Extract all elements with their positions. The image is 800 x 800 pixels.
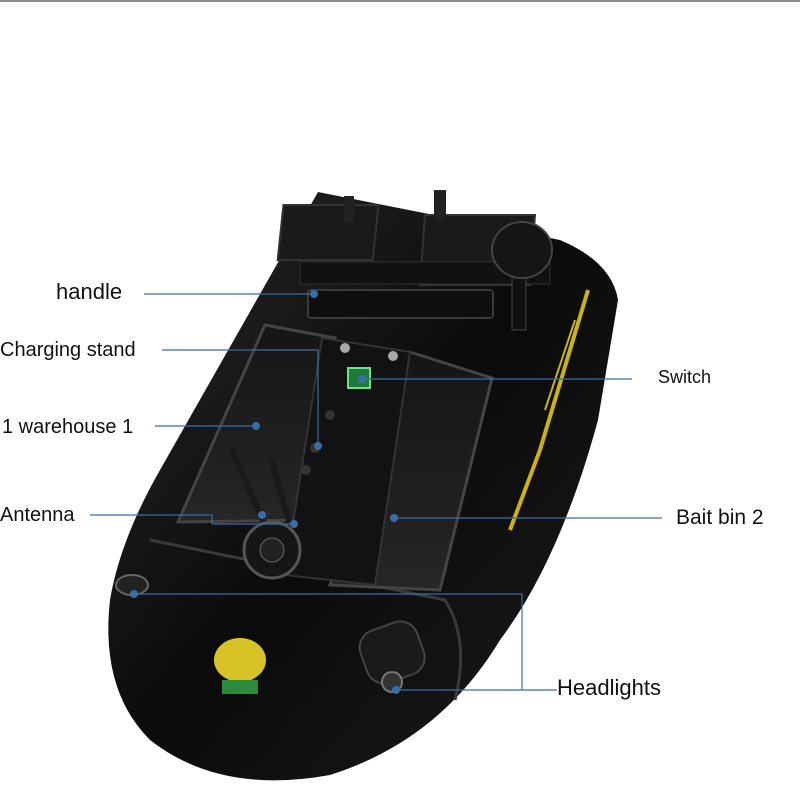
rear-post-left <box>344 196 354 222</box>
label-antenna: Antenna <box>0 504 75 526</box>
marker-headlight-right <box>392 686 400 694</box>
emblem-logo <box>214 638 266 682</box>
hull-rim <box>149 538 463 701</box>
console-knob-1 <box>340 343 350 353</box>
rear-post-right <box>434 190 446 220</box>
leader-headlights <box>134 593 523 691</box>
marker-headlight-left <box>130 590 138 598</box>
label-handle: handle <box>56 279 123 304</box>
top-border <box>0 0 800 2</box>
marker-antenna-1 <box>258 511 266 519</box>
marker-antenna-2 <box>290 520 298 528</box>
emblem-base <box>222 680 258 694</box>
label-switch: Switch <box>658 367 712 387</box>
hatch-center <box>259 537 285 563</box>
marker-warehouse <box>252 422 260 430</box>
console-dot-3 <box>301 465 311 475</box>
leader-charging-stand <box>162 349 319 446</box>
handle-bar <box>307 289 494 319</box>
label-charging-stand: Charging stand <box>0 339 136 361</box>
side-stripe <box>508 289 590 531</box>
label-headlights: Headlights <box>557 675 661 700</box>
console-dot-1 <box>325 410 335 420</box>
marker-bait-bin <box>390 514 398 522</box>
rear-receiver <box>491 221 553 279</box>
center-console <box>283 336 412 587</box>
label-warehouse: 1 warehouse 1 <box>2 416 134 438</box>
rear-mast <box>511 269 527 331</box>
console-knob-2 <box>388 351 398 361</box>
leader-antenna <box>90 514 294 525</box>
rear-compartment-left <box>276 204 380 261</box>
label-bait-bin: Bait bin 2 <box>676 506 764 529</box>
marker-switch <box>358 375 366 383</box>
antenna-rod-2 <box>269 459 293 528</box>
marker-handle <box>310 290 318 298</box>
side-stripe-2 <box>544 319 576 411</box>
marker-charging-stand <box>314 442 322 450</box>
top-crossbar <box>299 261 551 285</box>
